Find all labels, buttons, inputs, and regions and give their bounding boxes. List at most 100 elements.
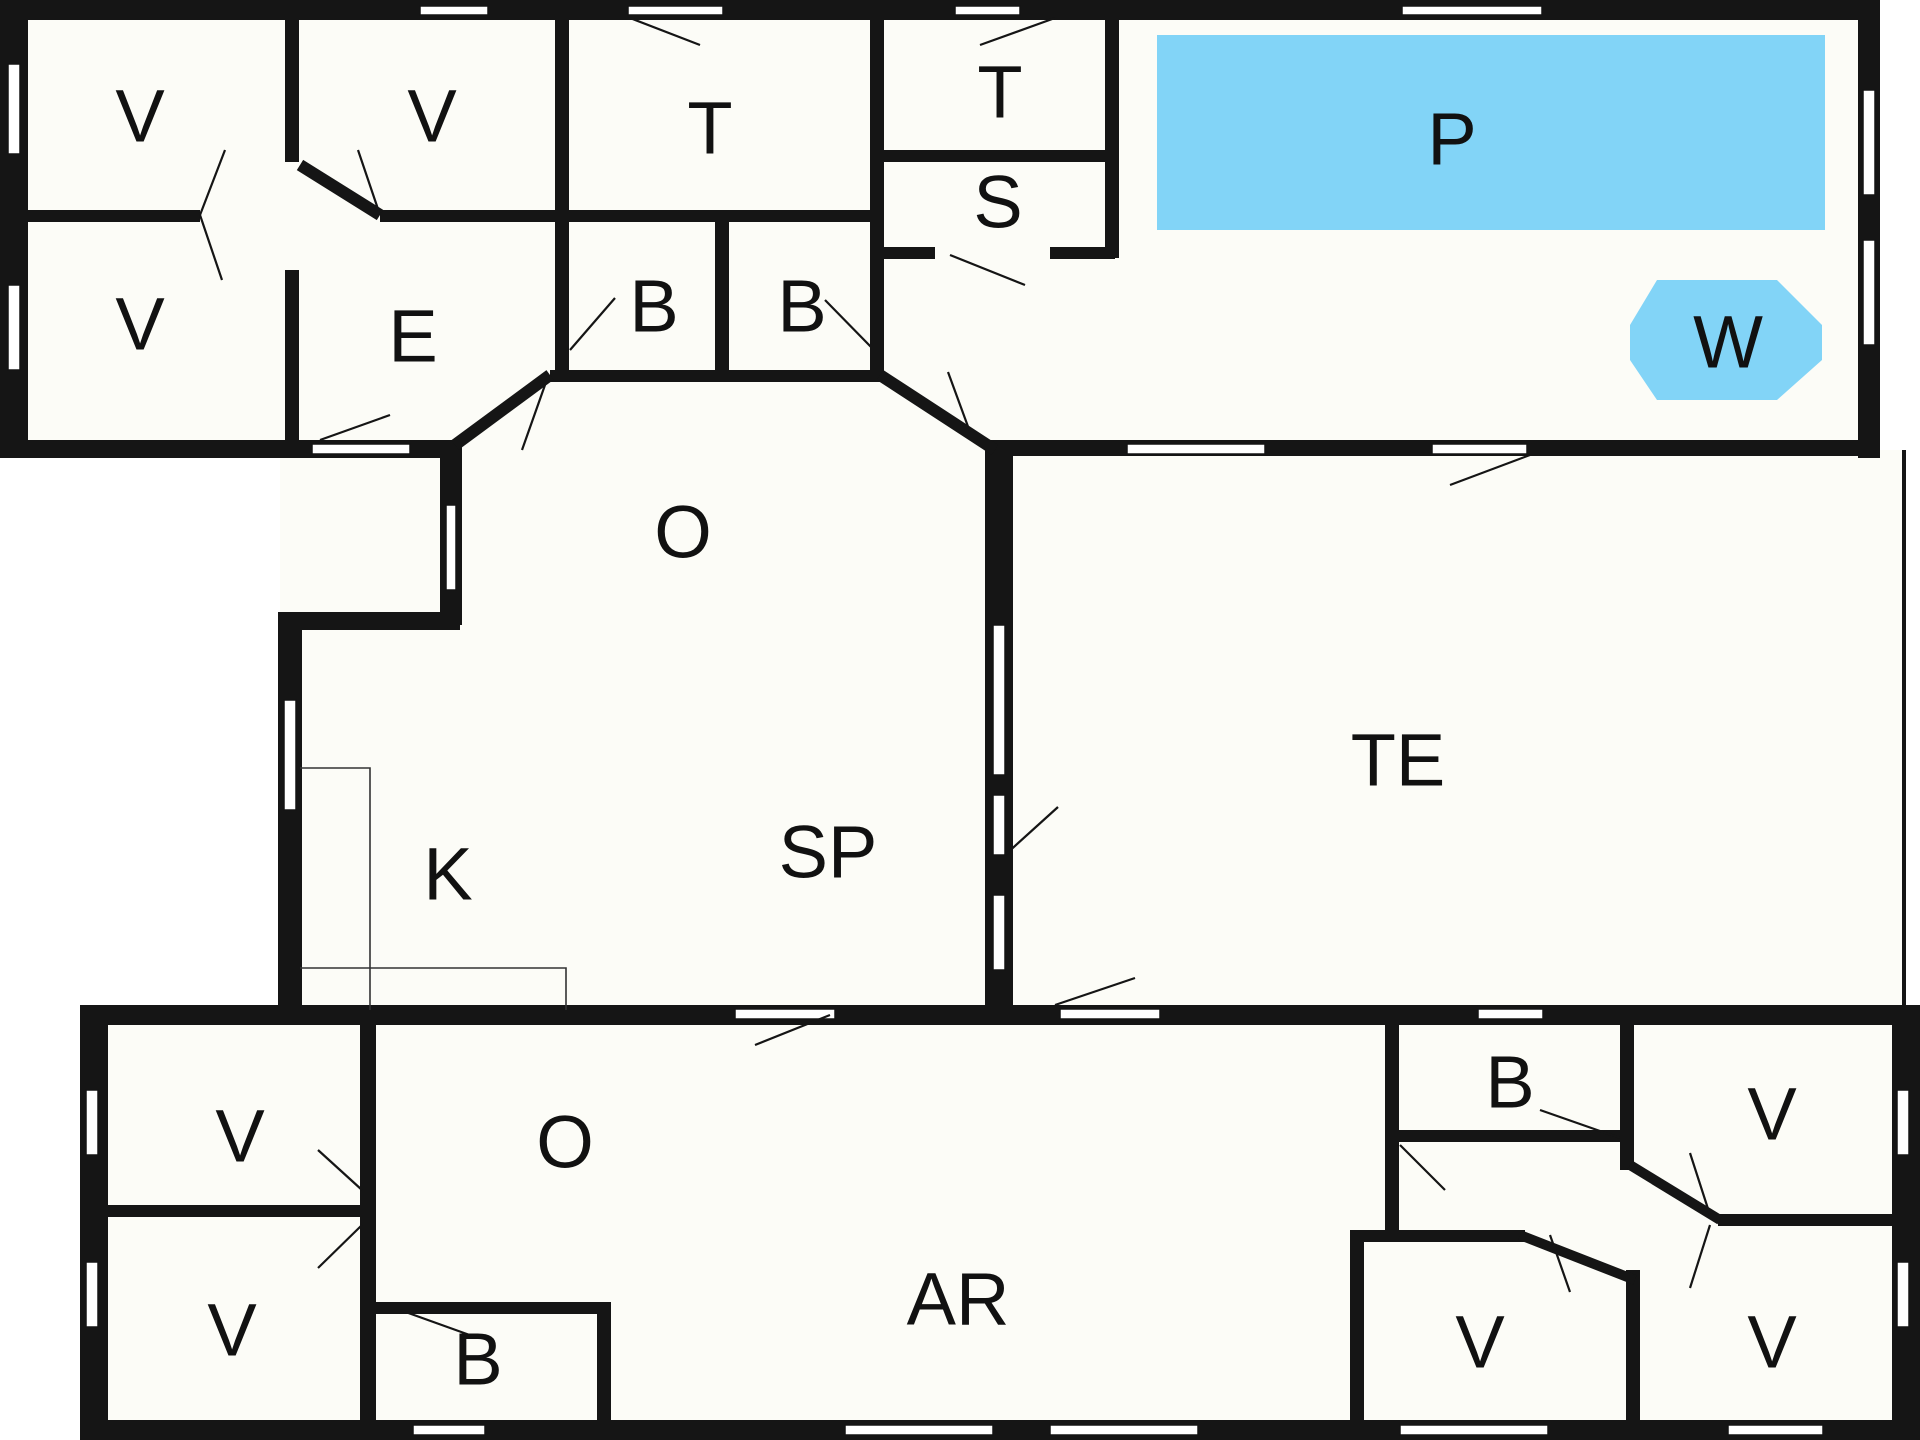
- door-swing: [979, 16, 1056, 47]
- wall: [555, 215, 569, 375]
- wall: [550, 370, 880, 382]
- window: [1401, 5, 1543, 16]
- wall: [876, 369, 999, 456]
- window: [992, 624, 1006, 776]
- window: [283, 699, 297, 811]
- door-swing: [754, 1013, 831, 1047]
- door-swing: [1004, 806, 1059, 856]
- wall: [1350, 1230, 1364, 1430]
- pool: [1157, 35, 1825, 230]
- wall: [451, 370, 554, 450]
- wall: [597, 1302, 611, 1427]
- door-swing: [198, 149, 227, 216]
- wall: [1620, 1010, 1634, 1170]
- wall: [285, 270, 299, 455]
- door-swing: [946, 371, 972, 433]
- wall: [80, 1005, 108, 1440]
- wall: [80, 1420, 1920, 1440]
- kitchen-counter: [300, 767, 567, 1010]
- wall: [1858, 0, 1880, 458]
- floor-south-wing: [80, 1005, 1920, 1440]
- room-labels: V V T T P S V E B B W O TE K SP O B V V …: [115, 51, 1797, 1401]
- window: [445, 504, 457, 591]
- wall: [1105, 0, 1119, 258]
- window: [992, 894, 1006, 971]
- door-swing: [949, 253, 1026, 287]
- room-label-v3: V: [115, 283, 165, 366]
- window: [844, 1424, 994, 1436]
- room-label-living: AR: [907, 1258, 1010, 1341]
- room-label-b3: B: [1485, 1041, 1534, 1124]
- wall: [278, 612, 460, 630]
- counter-outline: [300, 767, 371, 1010]
- wall: [1902, 450, 1906, 1010]
- wall: [0, 0, 1880, 20]
- door-swing: [1548, 1234, 1572, 1293]
- wall: [1518, 1230, 1637, 1285]
- wall: [1390, 1130, 1630, 1142]
- wall: [25, 210, 200, 222]
- room-label-kitchen: K: [423, 833, 472, 916]
- window: [1059, 1008, 1161, 1020]
- window: [1049, 1424, 1199, 1436]
- room-label-b4: B: [453, 1318, 502, 1401]
- room-label-whirlpool: W: [1693, 301, 1763, 384]
- wall: [278, 612, 302, 1022]
- windows: [7, 5, 1910, 1436]
- wall: [1050, 247, 1115, 259]
- door-swing: [629, 16, 701, 47]
- floor-central-wing: [280, 440, 1000, 1020]
- wall: [715, 215, 729, 375]
- room-label-v5: V: [1747, 1073, 1797, 1156]
- room-label-o1: O: [654, 491, 712, 574]
- door-swing: [317, 1149, 363, 1191]
- window: [1477, 1008, 1544, 1020]
- room-label-o2: O: [536, 1101, 594, 1184]
- door-swing: [824, 299, 873, 349]
- room-label-v4: V: [215, 1095, 265, 1178]
- window: [419, 5, 489, 16]
- wall: [875, 247, 935, 259]
- window: [627, 5, 724, 16]
- door-swing: [319, 413, 391, 442]
- door-swing: [399, 1308, 479, 1340]
- floor-terrace: [990, 450, 1905, 1020]
- room-label-v1: V: [115, 75, 165, 158]
- room-label-v7: V: [1455, 1301, 1505, 1384]
- door-swing: [1688, 1224, 1712, 1289]
- room-label-b2: B: [777, 265, 826, 348]
- window: [85, 1261, 99, 1328]
- door-swing: [198, 214, 224, 281]
- room-label-terrace: TE: [1351, 719, 1446, 802]
- window: [992, 794, 1006, 856]
- window: [1126, 443, 1266, 455]
- room-label-v6: V: [207, 1289, 257, 1372]
- window: [311, 443, 411, 455]
- wall: [296, 159, 384, 221]
- window: [1862, 89, 1876, 196]
- door-swing: [1688, 1152, 1712, 1216]
- window: [7, 63, 21, 155]
- door-swing: [1399, 1144, 1446, 1191]
- wall: [1350, 1230, 1525, 1242]
- wall: [555, 0, 569, 215]
- whirlpool: [1630, 280, 1822, 400]
- room-label-dining: SP: [779, 811, 878, 894]
- room-label-t2: T: [977, 51, 1022, 134]
- window: [1862, 239, 1876, 346]
- doors: [198, 16, 1712, 1340]
- wall: [360, 1010, 376, 1440]
- wall: [285, 0, 299, 162]
- window: [1896, 1261, 1910, 1328]
- room-label-v8: V: [1747, 1301, 1797, 1384]
- door-swing: [569, 297, 616, 351]
- wall: [1626, 1270, 1640, 1430]
- door-swing: [1449, 453, 1531, 487]
- wall: [1718, 1214, 1903, 1226]
- door-swing: [1539, 1108, 1621, 1140]
- door-swing: [356, 149, 382, 216]
- room-label-e: E: [388, 295, 437, 378]
- window: [1727, 1424, 1824, 1436]
- wall: [100, 1205, 370, 1217]
